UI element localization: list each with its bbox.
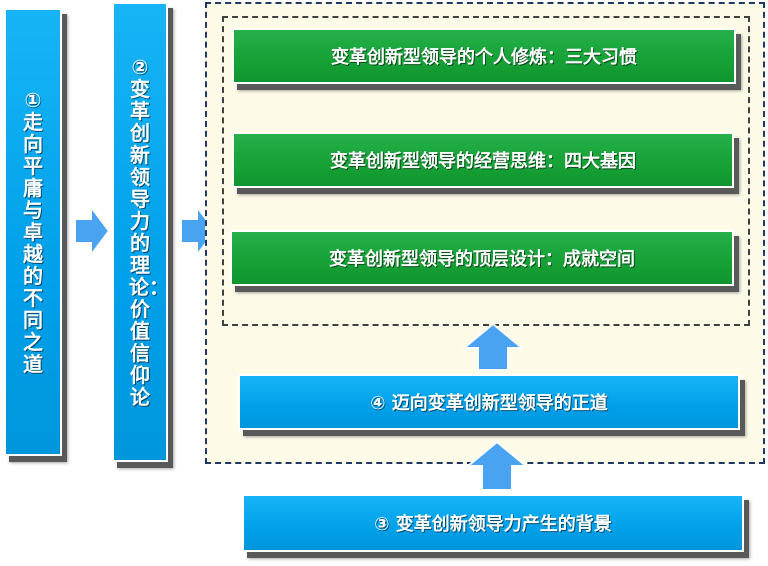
stage-box-1-label: ①走向平庸与卓越的不同之道 xyxy=(23,88,43,376)
green-box-genes: 变革创新型领导的经营思维：四大基因 xyxy=(232,132,734,188)
green-box-space-label: 变革创新型领导的顶层设计：成就空间 xyxy=(329,249,635,270)
stage-box-2: ②变革创新领导力的理论：价值信仰论 xyxy=(112,2,169,462)
green-box-habits-label: 变革创新型领导的个人修炼：三大习惯 xyxy=(331,47,637,68)
stage-box-1: ①走向平庸与卓越的不同之道 xyxy=(4,8,62,456)
stage-box-3-label: ③ 变革创新领导力产生的背景 xyxy=(374,514,612,535)
stage-box-4: ④ 迈向变革创新型领导的正道 xyxy=(238,374,740,430)
stage-box-3: ③ 变革创新领导力产生的背景 xyxy=(242,494,744,552)
green-box-genes-label: 变革创新型领导的经营思维：四大基因 xyxy=(330,151,636,172)
arrow-right-icon xyxy=(74,205,110,257)
arrow-up-icon xyxy=(466,440,528,491)
green-box-habits: 变革创新型领导的个人修炼：三大习惯 xyxy=(232,28,736,84)
stage-box-2-label: ②变革创新领导力的理论：价值信仰论 xyxy=(129,55,169,409)
arrow-up-icon xyxy=(462,322,524,371)
stage-box-4-label: ④ 迈向变革创新型领导的正道 xyxy=(370,393,608,414)
green-box-space: 变革创新型领导的顶层设计：成就空间 xyxy=(230,230,734,286)
